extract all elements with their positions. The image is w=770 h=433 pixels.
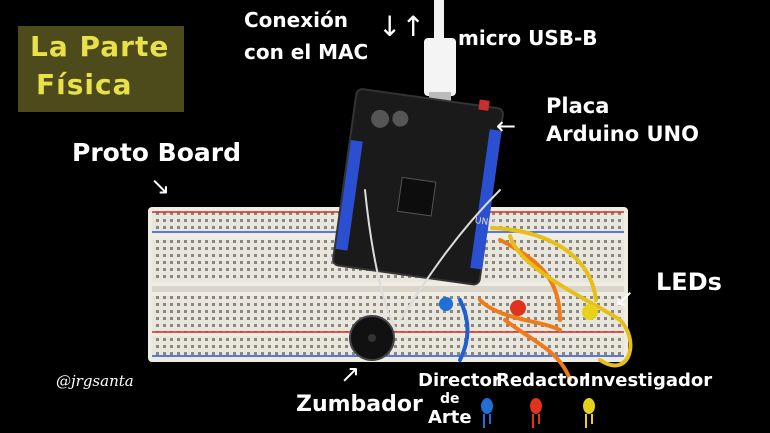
svg-text:UNO: UNO (474, 216, 496, 229)
arrow-up-icon-buzzer: ↗ (340, 360, 361, 388)
buzzer (349, 315, 395, 361)
arrow-left-icon-leds: ↙ (614, 284, 635, 312)
investigador-label: Investigador (584, 370, 713, 391)
arduino-label-line-2: Arduino UNO (546, 122, 699, 146)
author-credit: @jrgsanta (56, 372, 134, 390)
arrow-down-icon-protoboard: ↘ (150, 172, 171, 200)
leds-label: LEDs (656, 268, 722, 296)
title-line-2: Física (36, 68, 133, 101)
protoboard-label: Proto Board (72, 138, 241, 167)
title-box (18, 26, 184, 112)
director-label-line-2: de (440, 391, 460, 407)
buzzer-label: Zumbador (296, 392, 423, 417)
director-label-line-3: Arte (428, 407, 472, 428)
connection-label-line-1: Conexión (244, 8, 348, 32)
yellow-led-icon (583, 398, 595, 428)
blue-led-icon (481, 398, 493, 428)
arduino-label-line-1: Placa (546, 94, 610, 118)
title-line-1: La Parte (30, 30, 170, 63)
leds (439, 297, 598, 320)
wires (364, 189, 633, 382)
director-label-line-1: Director (418, 370, 501, 391)
red-led-icon (530, 398, 542, 428)
usb-label: micro USB-B (458, 26, 598, 50)
connection-label-line-2: con el MAC (244, 40, 369, 64)
redactor-label: Redactor (496, 370, 588, 391)
arrow-left-icon-arduino: ← (496, 112, 517, 140)
up-down-arrows-icon: ↓↑ (378, 10, 425, 43)
